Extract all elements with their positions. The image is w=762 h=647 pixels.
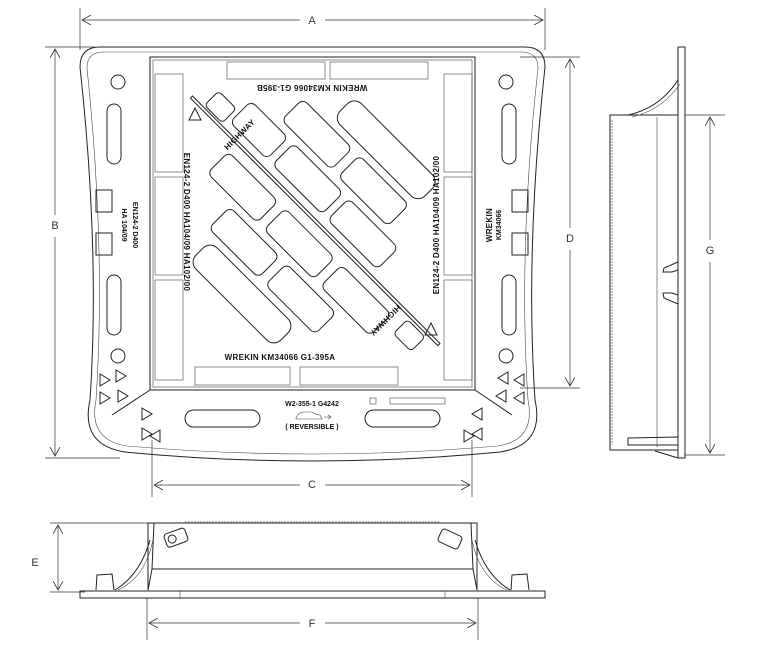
cover-left-standard: EN124-2 D400 HA104/09 HA102/00 [182, 153, 191, 292]
kitemark-icon [188, 106, 202, 121]
car-icon [295, 411, 323, 420]
cover-highway-1: HIGHWAY [223, 117, 258, 152]
dimension-f-label: F [309, 618, 316, 630]
dimension-d-label: D [566, 233, 574, 245]
dimension-a: A [79, 8, 546, 50]
plan-view: EN124-2 D400 HA 104/09 WREKIN KM34066 W2… [79, 46, 546, 462]
dimension-f: F [146, 598, 479, 640]
frame-bottom-code: W2-355-1 G4242 [285, 401, 339, 408]
dimension-a-label: A [308, 15, 316, 27]
kitemark-icon [424, 321, 438, 336]
dimension-b: B [45, 46, 120, 459]
frame-right-brand: WREKIN [485, 208, 494, 242]
dimension-e-label: E [31, 557, 38, 569]
frame-left-standard: EN124-2 D400 [131, 202, 138, 248]
frame-reversible: ( REVERSIBLE ) [285, 424, 338, 431]
dimension-b-label: B [51, 220, 58, 232]
dimension-g-label: G [706, 245, 715, 257]
cover-right-standard: EN124-2 D400 HA104/09 HA102/00 [432, 156, 441, 295]
cover-top-ref: WREKIN KM34066 G1-395B [257, 83, 368, 92]
dimension-c: C [151, 440, 473, 497]
arrow-right-icon [324, 414, 332, 420]
dimension-g: G [685, 114, 725, 456]
dimension-c-label: C [308, 479, 316, 491]
cover: HIGHWAY HIGHWAY WREKIN KM34066 G1-395B W… [149, 56, 476, 391]
frame-right-code: KM34066 [496, 210, 503, 240]
side-elevation [609, 46, 686, 459]
frame-left-ha: HA 104/09 [120, 208, 127, 241]
dimension-d: D [520, 56, 580, 389]
front-elevation [79, 521, 546, 599]
cover-bottom-ref: WREKIN KM34066 G1-395A [225, 353, 336, 362]
